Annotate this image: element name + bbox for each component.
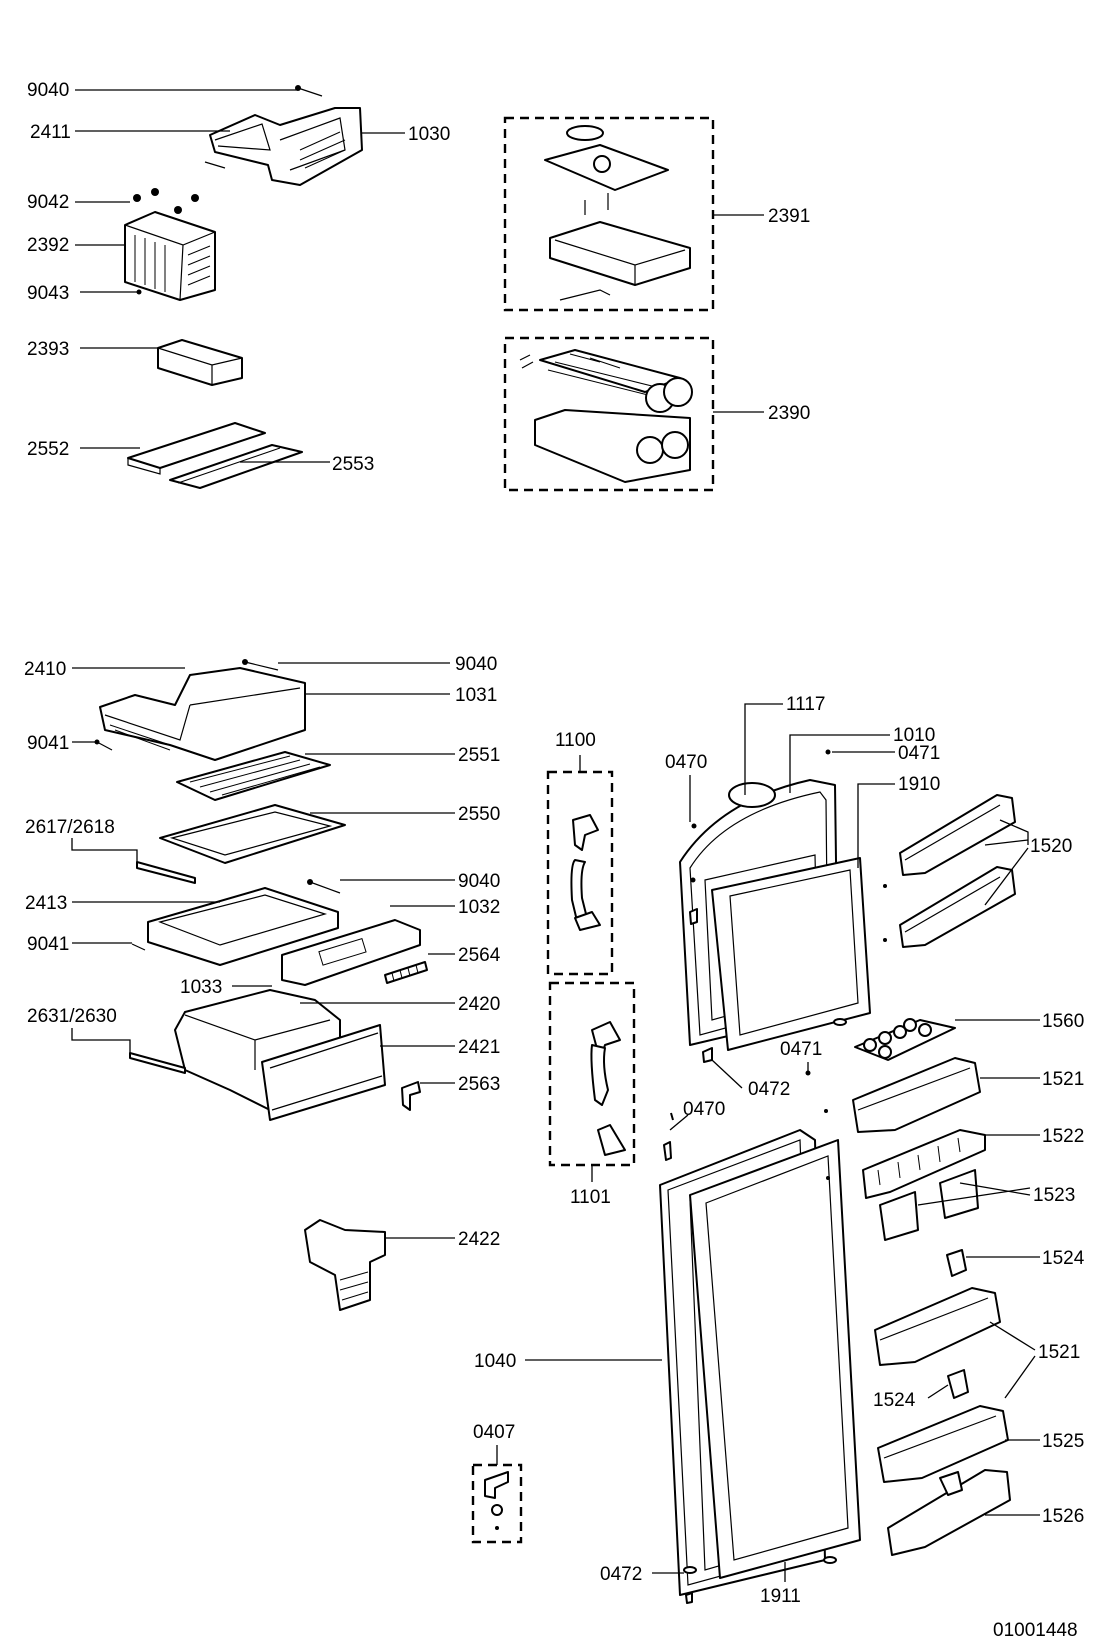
label-2551: 2551 <box>458 745 500 766</box>
flap-2552 <box>127 422 266 475</box>
clip-2563 <box>401 1081 421 1111</box>
hinge-group-0407 <box>471 1463 523 1544</box>
freezer-drawer-1030 <box>204 107 363 186</box>
label-2550: 2550 <box>458 804 500 825</box>
part-2422 <box>304 1219 386 1311</box>
door-gasket-1910 <box>711 857 871 1051</box>
grille-2564 <box>384 961 428 984</box>
label-1524-lower: 1524 <box>873 1390 916 1411</box>
label-1910: 1910 <box>898 774 940 795</box>
label-2421: 2421 <box>458 1037 500 1058</box>
label-9042: 9042 <box>27 192 69 213</box>
screw-9040-low <box>307 879 341 894</box>
clip-1524-lower <box>947 1369 969 1399</box>
label-1521-upper: 1521 <box>1042 1069 1084 1090</box>
clip-1524-upper <box>946 1249 967 1277</box>
label-2411: 2411 <box>30 122 71 143</box>
screw-9041-top <box>94 739 113 751</box>
label-2553: 2553 <box>332 454 374 475</box>
handle-group-1100 <box>546 770 614 976</box>
label-0472-mid: 0472 <box>748 1079 790 1100</box>
label-1524-upper: 1524 <box>1042 1248 1085 1269</box>
label-2563: 2563 <box>458 1074 500 1095</box>
handle-group-1101 <box>548 981 636 1167</box>
door-bin-1521-lower <box>874 1287 1001 1366</box>
divider-1523 <box>879 1169 979 1241</box>
drawer-2410 <box>99 667 306 761</box>
label-2410: 2410 <box>24 659 66 680</box>
shelf-2551 <box>176 751 331 801</box>
door-bin-1521-upper <box>852 1057 981 1133</box>
label-1560: 1560 <box>1042 1011 1084 1032</box>
egg-tray-1560 <box>854 1018 956 1061</box>
bottle-retainer-1526 <box>887 1469 1011 1556</box>
cover-1032 <box>281 919 421 986</box>
glass-shelf-2550 <box>159 804 346 864</box>
label-2617-2618: 2617/2618 <box>25 817 115 838</box>
screw-9040-mid <box>242 659 279 671</box>
leader-lines <box>71 89 1040 1582</box>
label-1030: 1030 <box>408 124 450 145</box>
ice-tray-group-2390 <box>503 336 715 492</box>
rod-2631-2630 <box>129 1052 186 1074</box>
document-number: 01001448 <box>993 1620 1078 1641</box>
label-9040-low: 9040 <box>458 871 500 892</box>
part-labels: 9040 2411 1030 9042 2392 9043 2393 2552 … <box>24 80 1085 1641</box>
rod-2617-2618 <box>136 861 196 884</box>
label-1101: 1101 <box>570 1187 611 1208</box>
label-1033: 1033 <box>180 977 222 998</box>
crisper-front-2421 <box>261 1024 386 1121</box>
label-1526: 1526 <box>1042 1506 1084 1527</box>
icemaker-group-2391 <box>503 116 715 312</box>
label-2392: 2392 <box>27 235 69 256</box>
label-2391: 2391 <box>768 206 810 227</box>
label-1010: 1010 <box>893 725 935 746</box>
label-1525: 1525 <box>1042 1431 1084 1452</box>
label-0470-mid: 0470 <box>683 1099 725 1120</box>
label-0472-bottom: 0472 <box>600 1564 642 1585</box>
label-9041-low: 9041 <box>27 934 69 955</box>
label-1521-lower: 1521 <box>1038 1342 1080 1363</box>
shelf-1522 <box>862 1129 986 1199</box>
label-2631-2630: 2631/2630 <box>27 1006 117 1027</box>
door-bin-1520-lower <box>899 866 1016 948</box>
label-2564: 2564 <box>458 945 501 966</box>
label-1520: 1520 <box>1030 836 1072 857</box>
label-0470-top: 0470 <box>665 752 707 773</box>
fasteners-fridge-door <box>663 1047 837 1604</box>
label-2390: 2390 <box>768 403 810 424</box>
label-2552: 2552 <box>27 439 69 460</box>
label-9040-mid: 9040 <box>455 654 497 675</box>
label-1040: 1040 <box>474 1351 516 1372</box>
fasteners-freezer-door <box>689 749 887 1026</box>
screw-9041-low <box>131 943 146 951</box>
label-1911: 1911 <box>760 1586 801 1607</box>
label-0471-mid: 0471 <box>780 1039 822 1060</box>
label-2422: 2422 <box>458 1229 500 1250</box>
label-0471-top: 0471 <box>898 743 940 764</box>
screw-9040-top <box>295 85 323 97</box>
label-1032: 1032 <box>458 897 500 918</box>
flap-2553 <box>169 444 303 489</box>
label-9041-top: 9041 <box>27 733 69 754</box>
label-9040-top: 9040 <box>27 80 69 101</box>
tray-2413 <box>147 887 339 966</box>
label-1522: 1522 <box>1042 1126 1084 1147</box>
label-0407: 0407 <box>473 1422 515 1443</box>
ice-box-2392 <box>124 188 216 301</box>
tray-2393 <box>157 339 243 386</box>
label-9043: 9043 <box>27 283 69 304</box>
label-1031: 1031 <box>455 685 497 706</box>
label-1523: 1523 <box>1033 1185 1075 1206</box>
label-1100: 1100 <box>555 730 596 751</box>
label-1117: 1117 <box>786 694 825 715</box>
door-gasket-1911 <box>689 1139 861 1579</box>
door-bin-1520-upper <box>899 794 1016 876</box>
label-2413: 2413 <box>25 893 67 914</box>
label-2420: 2420 <box>458 994 500 1015</box>
label-2393: 2393 <box>27 339 69 360</box>
